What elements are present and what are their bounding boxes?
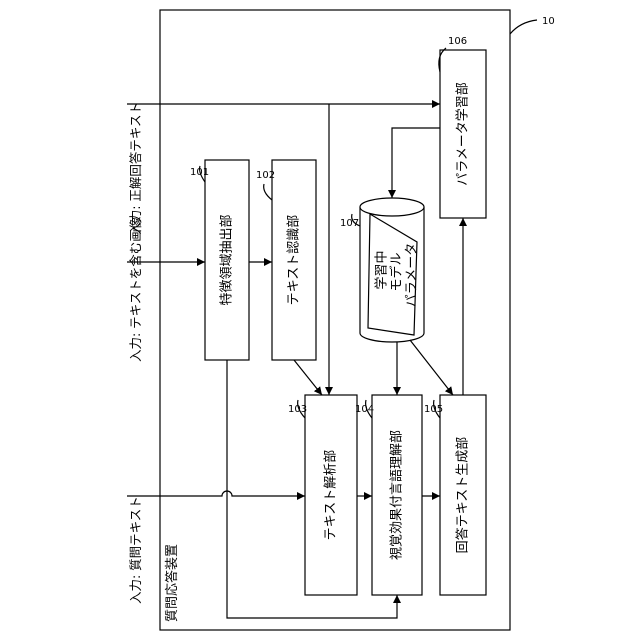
device-ref-leader (510, 20, 537, 34)
input-image-label: 入力: テキストを含む画像 (128, 216, 143, 362)
storage-ref: 107 (340, 218, 359, 229)
block-parameter-learning-label: パラメータ学習部 (455, 82, 471, 186)
block-text-analysis-label: テキスト解析部 (324, 450, 339, 541)
block-answer-generation: 回答テキスト生成部 (440, 395, 486, 595)
block-feature-extraction: 特徴領域抽出部 (205, 160, 249, 360)
input-answer-label: 入力: 正解回答テキスト (128, 102, 143, 235)
block-visual-language-understanding: 視覚効果付言語理解部 (372, 395, 422, 595)
block-text-analysis-ref: 103 (288, 404, 307, 415)
edge-storage-to-answer-gen (410, 340, 453, 395)
edge-text-recog-to-text-analysis (294, 360, 322, 395)
block-parameter-learning-ref: 106 (448, 36, 467, 47)
edge-param-learning-to-storage (392, 128, 440, 198)
text-recog-ref-leader (264, 184, 272, 200)
storage-label-line3: パラメータ (405, 243, 420, 308)
block-visual-language-understanding-label: 視覚効果付言語理解部 (389, 430, 405, 560)
block-text-recognition-label: テキスト認識部 (286, 215, 302, 306)
block-text-recognition: テキスト認識部 (272, 160, 316, 360)
input-question-label: 入力: 質問テキスト (128, 496, 143, 604)
block-text-analysis: テキスト解析部 (305, 395, 357, 595)
edge-question-to-text-analysis (127, 491, 305, 496)
device-ref: 10 (542, 16, 555, 27)
block-text-recognition-ref: 102 (256, 170, 275, 181)
block-feature-extraction-ref: 101 (190, 167, 209, 178)
block-visual-language-understanding-ref: 104 (355, 404, 374, 415)
storage-label-line2: モデル (389, 252, 405, 291)
storage-label-line1: 学習中 (374, 250, 390, 289)
block-feature-extraction-label: 特徴領域抽出部 (219, 214, 235, 305)
device-label: 質問応答装置 (164, 544, 180, 622)
storage-model-parameters: 学習中 モデル パラメータ (360, 198, 424, 342)
block-answer-generation-label: 回答テキスト生成部 (455, 437, 471, 554)
block-parameter-learning: パラメータ学習部 (440, 50, 486, 218)
block-answer-generation-ref: 105 (424, 404, 443, 415)
